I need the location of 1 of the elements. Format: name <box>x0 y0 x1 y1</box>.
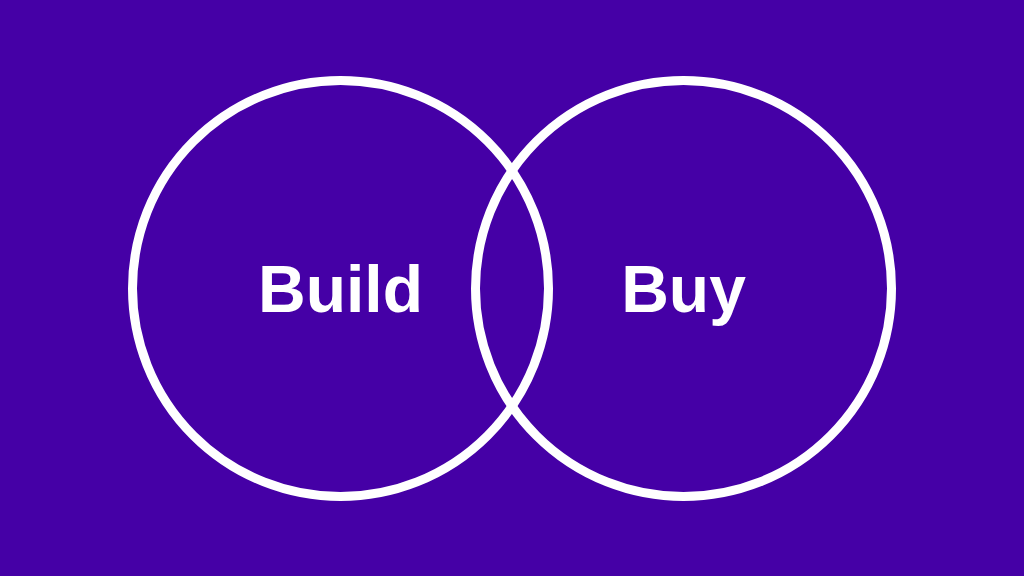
set-label: Build <box>258 255 423 322</box>
